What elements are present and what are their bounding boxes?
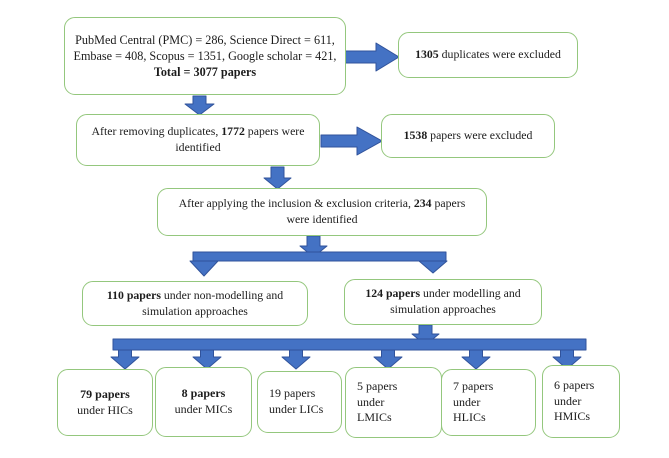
box-non-modelling-text: 110 papers under non-modelling and simul… [106,287,284,318]
box-hics: 79 papers under HICs [57,369,153,436]
box-hlics-count: 7 papers [453,378,494,393]
split-connector-two-way [189,251,448,277]
box-lics-count: 19 papers [269,386,316,401]
box-hmics: 6 papers under HMICs [542,365,620,438]
split-arrow-modelling [418,260,448,274]
bus-arrow-mics [192,349,222,370]
bus-arrow-lics [281,349,311,370]
bus-bar [112,338,587,351]
box-hics-count: 79 papers [80,386,130,401]
box-lics: 19 papers under LICs [257,371,342,433]
box-after-duplicates-text: After removing duplicates, 1772 papers w… [91,124,305,154]
box-mics-count: 8 papers [181,386,226,401]
arrow-afterdup-to-criteria [263,166,292,190]
box-hmics-label-1: under [554,393,582,408]
box-inclusion-criteria-text: After applying the inclusion & exclusion… [178,196,466,226]
arrow-sources-to-afterdup [184,95,215,116]
box-modelling-text: 124 papers under modelling and simulatio… [365,286,521,316]
bus-arrow-hmics [552,349,582,370]
box-duplicates-excluded: 1305 duplicates were excluded [398,32,578,78]
box-lics-label: under LICs [269,402,324,416]
box-modelling: 124 papers under modelling and simulatio… [344,279,542,325]
box-hlics: 7 papers under HLICs [441,369,536,436]
box-hmics-label-2: HMICs [554,409,591,424]
box-hmics-count: 6 papers [554,377,595,392]
box-lmics: 5 papers under LMICs [345,367,442,438]
box-mics-label: under MICs [174,402,233,416]
bus-arrow-hlics [461,349,491,370]
box-mics: 8 papers under MICs [155,367,252,437]
box-lmics-label-2: LMICs [357,410,392,425]
bus-arrow-hics [110,349,140,370]
box-hics-label: under HICs [77,402,133,417]
arrow-afterdup-to-excluded [320,126,383,156]
box-papers-excluded-text: 1538 papers were excluded [403,128,533,143]
box-sources: PubMed Central (PMC) = 286, Science Dire… [64,17,346,95]
arrow-sources-to-duplicates [344,42,400,72]
box-hlics-label-1: under [453,394,481,409]
box-inclusion-criteria: After applying the inclusion & exclusion… [157,188,487,236]
split-arrow-non-modelling [189,260,219,277]
box-lmics-count: 5 papers [357,378,398,393]
split-bar [192,251,447,262]
box-non-modelling: 110 papers under non-modelling and simul… [82,281,308,326]
box-duplicates-excluded-text: 1305 duplicates were excluded [415,47,561,62]
bus-arrow-lmics [373,349,403,370]
box-papers-excluded: 1538 papers were excluded [381,114,555,158]
box-after-duplicates: After removing duplicates, 1772 papers w… [76,114,320,166]
box-lmics-label-1: under [357,394,385,409]
box-hlics-label-2: HLICs [453,410,486,425]
box-sources-text: PubMed Central (PMC) = 286, Science Dire… [73,32,337,80]
bus-connector [110,338,587,370]
